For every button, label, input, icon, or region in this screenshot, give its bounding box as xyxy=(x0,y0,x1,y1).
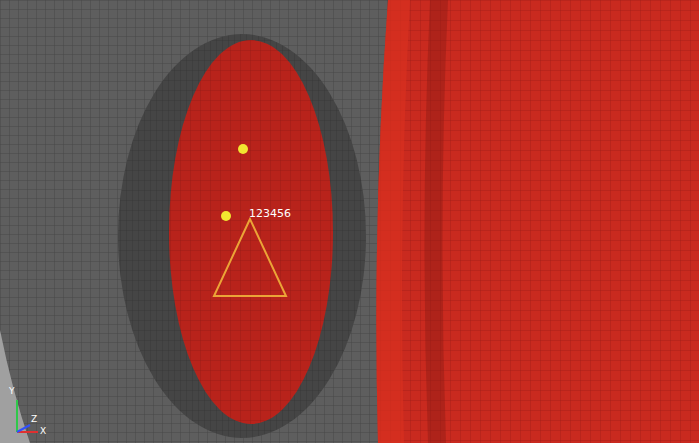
red-groove xyxy=(424,0,448,443)
constraint-triangle xyxy=(214,219,286,296)
node-dot xyxy=(238,144,248,154)
red-part xyxy=(376,0,699,443)
axis-label: X xyxy=(40,427,46,436)
axis-label: Y xyxy=(9,387,15,396)
y-axis xyxy=(16,400,18,432)
grey-edge xyxy=(0,330,30,443)
axis-label: Z xyxy=(31,415,37,424)
node-dot xyxy=(221,211,231,221)
z-axis xyxy=(17,425,30,432)
hole-rim xyxy=(118,34,366,438)
hole-face xyxy=(169,40,333,424)
red-band xyxy=(376,0,410,443)
dof-label: 123456 xyxy=(249,208,291,219)
